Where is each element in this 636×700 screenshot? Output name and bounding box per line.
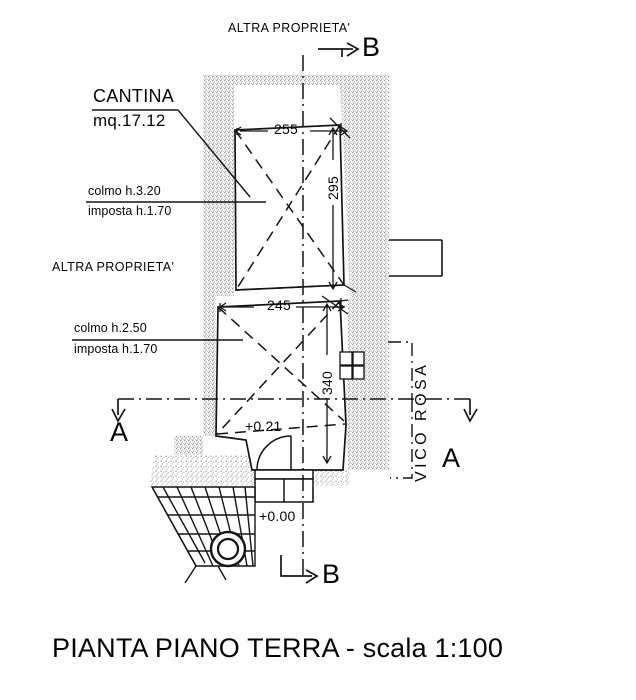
section-marker-a-right [463, 399, 478, 423]
elevation-marker-exterior: +0.00 [259, 508, 296, 524]
section-marker-b-top [318, 42, 360, 57]
room-area-cantina: mq.17.12 [93, 111, 166, 130]
section-marker-label-b-bottom: B [322, 559, 341, 589]
elevation-marker-interior: +0.21 [245, 418, 282, 434]
window-opening-detail [339, 351, 365, 380]
height-note-lower-colmo: colmo h.2.50 [74, 321, 147, 335]
circular-element [209, 530, 247, 568]
drawing-title: PIANTA PIANO TERRA - scala 1:100 [52, 633, 504, 663]
height-note-upper-imposta: imposta h.1.70 [88, 204, 172, 218]
section-marker-b-bottom [280, 555, 319, 584]
dimension-lower-depth: 340 [319, 371, 335, 395]
interior-detail-lines [215, 284, 357, 502]
section-marker-label-a-left: A [110, 417, 129, 447]
street-boundary-vico-rosa [388, 341, 413, 479]
dimension-lower-width: 245 [267, 297, 291, 313]
dimension-upper-depth: 295 [325, 176, 341, 200]
entry-vestibule [254, 478, 314, 503]
dimension-lines [218, 117, 351, 465]
boundary-label-left: ALTRA PROPRIETA' [52, 260, 175, 274]
section-marker-label-a-right: A [442, 443, 461, 473]
boundary-label-top: ALTRA PROPRIETA' [228, 21, 351, 35]
street-label-vico-rosa: VICO ROSA [413, 361, 430, 482]
section-marker-label-b-top: B [362, 32, 381, 62]
upper-room-cantina [234, 124, 345, 291]
leader-lines [72, 109, 266, 341]
height-note-upper-colmo: colmo h.3.20 [88, 184, 161, 198]
dimension-upper-width: 255 [274, 121, 298, 137]
right-boundary-lines [389, 239, 443, 277]
section-marker-a-left [111, 399, 126, 423]
height-note-lower-imposta: imposta h.1.70 [74, 342, 158, 356]
room-name-cantina: CANTINA [93, 86, 175, 106]
